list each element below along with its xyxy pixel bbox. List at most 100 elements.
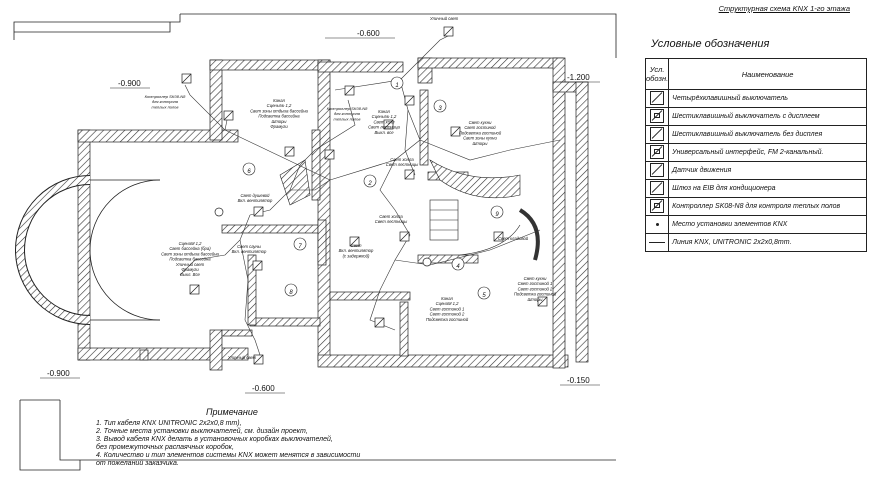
label-room5: Подсветка гостиной: [514, 292, 557, 297]
level-mark: -0.900: [47, 369, 70, 378]
label-cloakroom: (с задержкой): [343, 253, 370, 258]
room-number: 5: [482, 293, 486, 299]
note-line: без промежуточных распаячных коробок,: [96, 444, 234, 451]
label-pool: Выкл. Все: [180, 272, 200, 277]
four-button-switch-icon: [650, 90, 665, 105]
legend-name-cell: Универсальный интерфейс, FM 2-канальный.: [668, 143, 867, 162]
legend-name-cell: Линия KNX, UNITRONIC 2x2x0,8mm.: [668, 233, 867, 252]
label-floor-controller: теплых полов: [152, 104, 179, 109]
label-floor-controller: для контроля: [152, 99, 179, 104]
legend-header-name: Наименование: [668, 58, 867, 90]
label-hall: Выкл. все: [374, 130, 394, 135]
label-cloakroom: Свет: [351, 243, 362, 248]
label-pool: Свет зоны отдыха бассейна: [161, 251, 219, 256]
note-line: 4. Количество и тип элементов системы KN…: [96, 452, 361, 459]
level-leaders: [40, 37, 600, 394]
label-hall: Сцены№ 1,2: [372, 114, 397, 119]
level-mark: -0.900: [118, 79, 141, 88]
label-room8: Свет сауны: [237, 244, 261, 249]
label-room4: Канал: [441, 296, 453, 301]
six-button-switch-icon: [650, 126, 665, 141]
six-button-display-switch-icon: [650, 108, 665, 123]
label-room5: Свет кухни: [524, 276, 548, 281]
note-line: 3. Вывод кабеля KNX делать в установочны…: [96, 436, 333, 443]
label-room8: Вкл. вентилятор: [232, 249, 267, 254]
level-mark: -0.600: [252, 384, 275, 393]
legend-row: Четырёхклавишный выключатель: [644, 89, 867, 108]
note-line: от пожеланий заказчика.: [96, 460, 179, 467]
legend-symbol-cell: [644, 197, 670, 216]
label-storage: Свет кладовой: [498, 236, 529, 241]
note-line: 1. Тип кабеля KNX UNITRONIC 2x2x0,8 mm),: [96, 420, 242, 427]
label-hall-lower: Свет холла: [379, 214, 403, 219]
legend-name-cell: Шестиклавишный выключатель без дисплея: [668, 125, 867, 144]
label-room4: Подсветка гостиной: [426, 317, 469, 322]
walls: [77, 57, 589, 371]
room-number: 9: [495, 212, 499, 218]
legend-title: Условные обозначения: [651, 38, 770, 50]
label-room6: Шторы: [271, 119, 286, 124]
label-hall-stairs: Свет холла: [390, 157, 414, 162]
label-pool: СценаМ 1,2: [179, 241, 203, 246]
label-floor-controller: Контроллер SK08-N8: [145, 94, 187, 99]
legend-symbol-cell: [644, 161, 670, 180]
legend-name-cell: Место установки элементов KNX: [668, 215, 867, 234]
label-room6-shower: Вкл. вентилятор: [238, 198, 273, 203]
note-line: 2. Точные места установки выключателей, …: [96, 428, 308, 435]
legend-row: Универсальный интерфейс, FM 2-канальный.: [644, 143, 867, 162]
label-room4: СценаМ 1,2: [436, 301, 460, 306]
label-room5: Свет гостиной 2: [518, 286, 553, 291]
staircase: [279, 159, 540, 261]
label-room6: Свет зоны отдыха бассейна: [250, 108, 308, 113]
label-floor-controller: теплых полов: [334, 116, 361, 121]
legend-table: Усл. обозн. Наименование Четырёхклавишны…: [644, 58, 867, 252]
room-number: 7: [298, 244, 302, 250]
label-room6-shower: Свет душевой: [241, 193, 271, 198]
label-room6: Подсветка бассейна: [258, 114, 300, 119]
level-mark: -1.200: [567, 73, 590, 82]
legend-row: Датчик движения: [644, 161, 867, 180]
label-hall-stairs: Свет лестницы: [386, 162, 418, 167]
room-number: 1: [395, 83, 398, 89]
semicircle-bay: [15, 175, 161, 325]
legend-name-cell: Шестиклавишный выключатель с дисплеем: [668, 107, 867, 126]
label-street-light: Уличный свет: [228, 355, 257, 360]
legend-name-cell: Контроллер SK08-N8 для контроля теплых п…: [668, 197, 867, 216]
switch-symbols: [181, 26, 548, 365]
legend-header: Усл. обозн. Наименование: [644, 58, 867, 90]
label-pool: Подсветка бассейна: [169, 257, 211, 262]
label-floor-controller: для контроля: [334, 111, 361, 116]
drawing-title: Структурная схема KNX 1-го этажа: [718, 4, 850, 13]
legend-name-cell: Шлюз на EIB для кондиционера: [668, 179, 867, 198]
label-living: Свет кухни: [469, 120, 493, 125]
label-cloakroom: Вкл. вентилятор: [339, 248, 374, 253]
terrace-outline: [13, 13, 617, 471]
label-floor-controller: Контроллер SK08-N8: [327, 106, 369, 111]
universal-interface-icon: [650, 144, 665, 159]
legend-row: Место установки элементов KNX: [644, 215, 867, 234]
legend-name-cell: Датчик движения: [668, 161, 867, 180]
label-living: Шторы: [472, 141, 487, 146]
legend-name-cell: Четырёхклавишный выключатель: [668, 89, 867, 108]
label-pool: Фрамуги: [181, 267, 199, 272]
label-room6: Сцены№ 1,2: [267, 103, 292, 108]
knx-line-icon: [649, 241, 666, 243]
legend-symbol-cell: [644, 179, 670, 198]
label-room4: Свет гостиной 1: [430, 306, 465, 311]
label-room6: Фрамуги: [270, 124, 288, 129]
label-hall: Канал: [378, 109, 390, 114]
legend-symbol-cell: [644, 215, 670, 234]
legend-symbol-cell: [644, 143, 670, 162]
label-living: Подсветка гостиной: [459, 130, 502, 135]
label-living: Свет гостиной: [464, 125, 496, 130]
label-room6: Канал: [273, 98, 285, 103]
legend-row: Шлюз на EIB для кондиционера: [644, 179, 867, 198]
floor-controller-icon: [650, 198, 665, 213]
label-room4: Свет гостиной 2: [430, 312, 465, 317]
motion-sensor-icon: [650, 162, 665, 177]
label-room5: Свет гостиной 1: [518, 281, 553, 286]
level-mark: -0.150: [567, 376, 590, 385]
label-hall: Свет лестница: [368, 125, 400, 130]
